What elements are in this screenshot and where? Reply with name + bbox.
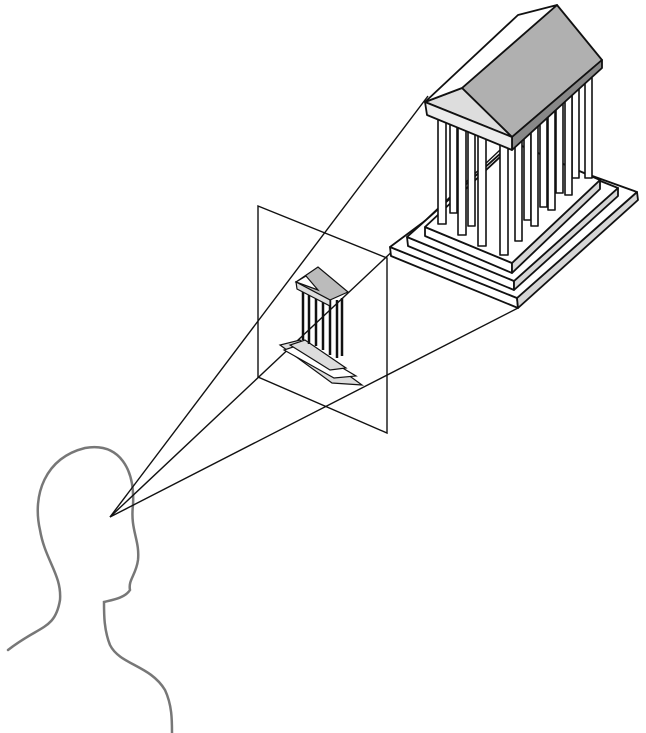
temple (389, 4, 639, 309)
picture-plane (257, 204, 388, 435)
projected-temple (278, 266, 365, 386)
head-silhouette (6, 445, 174, 733)
temple-columns (437, 77, 593, 256)
